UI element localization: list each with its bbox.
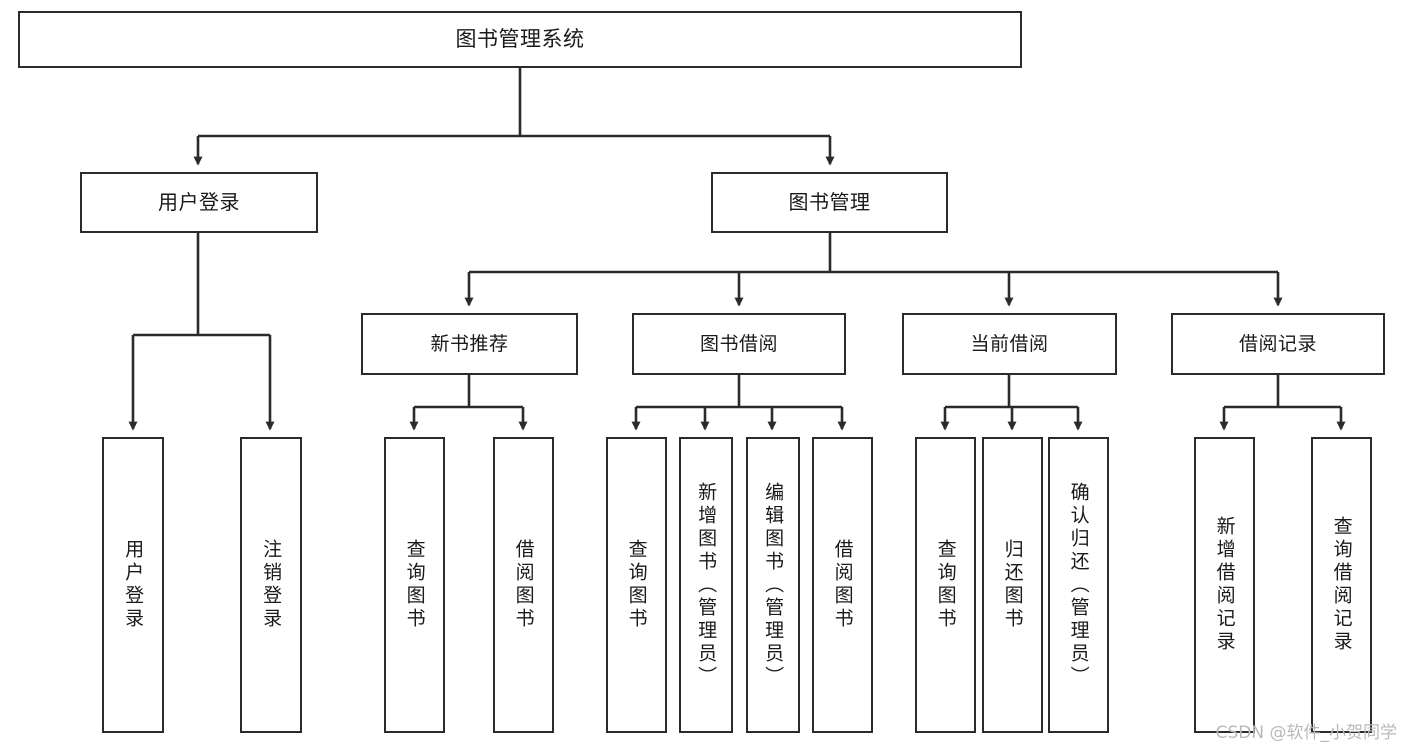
node-leaf-edit-book-label: 编辑图书（管理员） — [762, 481, 785, 689]
node-book-borrow-label: 图书借阅 — [699, 332, 778, 355]
node-leaf-query-book-1[interactable]: 查询图书 — [384, 437, 445, 733]
node-leaf-add-record[interactable]: 新增借阅记录 — [1194, 437, 1255, 733]
node-leaf-query-book-3-label: 查询图书 — [934, 539, 957, 631]
node-leaf-logout[interactable]: 注销登录 — [240, 437, 302, 733]
node-book-manage[interactable]: 图书管理 — [711, 172, 948, 233]
node-borrow-record[interactable]: 借阅记录 — [1171, 313, 1385, 375]
node-leaf-return-book-label: 归还图书 — [1001, 539, 1024, 631]
node-leaf-query-book-1-label: 查询图书 — [403, 539, 426, 631]
node-leaf-confirm-return-label: 确认归还（管理员） — [1067, 481, 1090, 689]
node-leaf-add-record-label: 新增借阅记录 — [1213, 516, 1236, 654]
node-leaf-query-record-label: 查询借阅记录 — [1330, 516, 1353, 654]
node-leaf-return-book[interactable]: 归还图书 — [982, 437, 1043, 733]
node-user-login[interactable]: 用户登录 — [80, 172, 318, 233]
node-leaf-add-book-label: 新增图书（管理员） — [695, 481, 718, 689]
node-leaf-borrow-book-2[interactable]: 借阅图书 — [812, 437, 873, 733]
node-new-book-recommendation[interactable]: 新书推荐 — [361, 313, 578, 375]
node-leaf-logout-label: 注销登录 — [260, 539, 283, 631]
node-current-borrow-label: 当前借阅 — [970, 332, 1049, 355]
node-book-borrow[interactable]: 图书借阅 — [632, 313, 846, 375]
node-leaf-query-book-2[interactable]: 查询图书 — [606, 437, 667, 733]
node-leaf-borrow-book-2-label: 借阅图书 — [831, 539, 854, 631]
node-borrow-record-label: 借阅记录 — [1238, 332, 1317, 355]
node-current-borrow[interactable]: 当前借阅 — [902, 313, 1117, 375]
node-new-book-recommendation-label: 新书推荐 — [430, 332, 509, 355]
node-leaf-borrow-book-1[interactable]: 借阅图书 — [493, 437, 554, 733]
node-leaf-query-book-2-label: 查询图书 — [625, 539, 648, 631]
node-leaf-query-record[interactable]: 查询借阅记录 — [1311, 437, 1372, 733]
node-root[interactable]: 图书管理系统 — [18, 11, 1022, 68]
node-leaf-edit-book[interactable]: 编辑图书（管理员） — [746, 437, 800, 733]
node-leaf-query-book-3[interactable]: 查询图书 — [915, 437, 976, 733]
node-leaf-confirm-return[interactable]: 确认归还（管理员） — [1048, 437, 1109, 733]
node-leaf-borrow-book-1-label: 借阅图书 — [512, 539, 535, 631]
node-leaf-user-login-label: 用户登录 — [122, 539, 145, 631]
node-leaf-add-book[interactable]: 新增图书（管理员） — [679, 437, 733, 733]
node-leaf-user-login[interactable]: 用户登录 — [102, 437, 164, 733]
node-user-login-label: 用户登录 — [158, 189, 240, 214]
node-book-manage-label: 图书管理 — [788, 189, 871, 214]
node-root-label: 图书管理系统 — [455, 27, 585, 52]
